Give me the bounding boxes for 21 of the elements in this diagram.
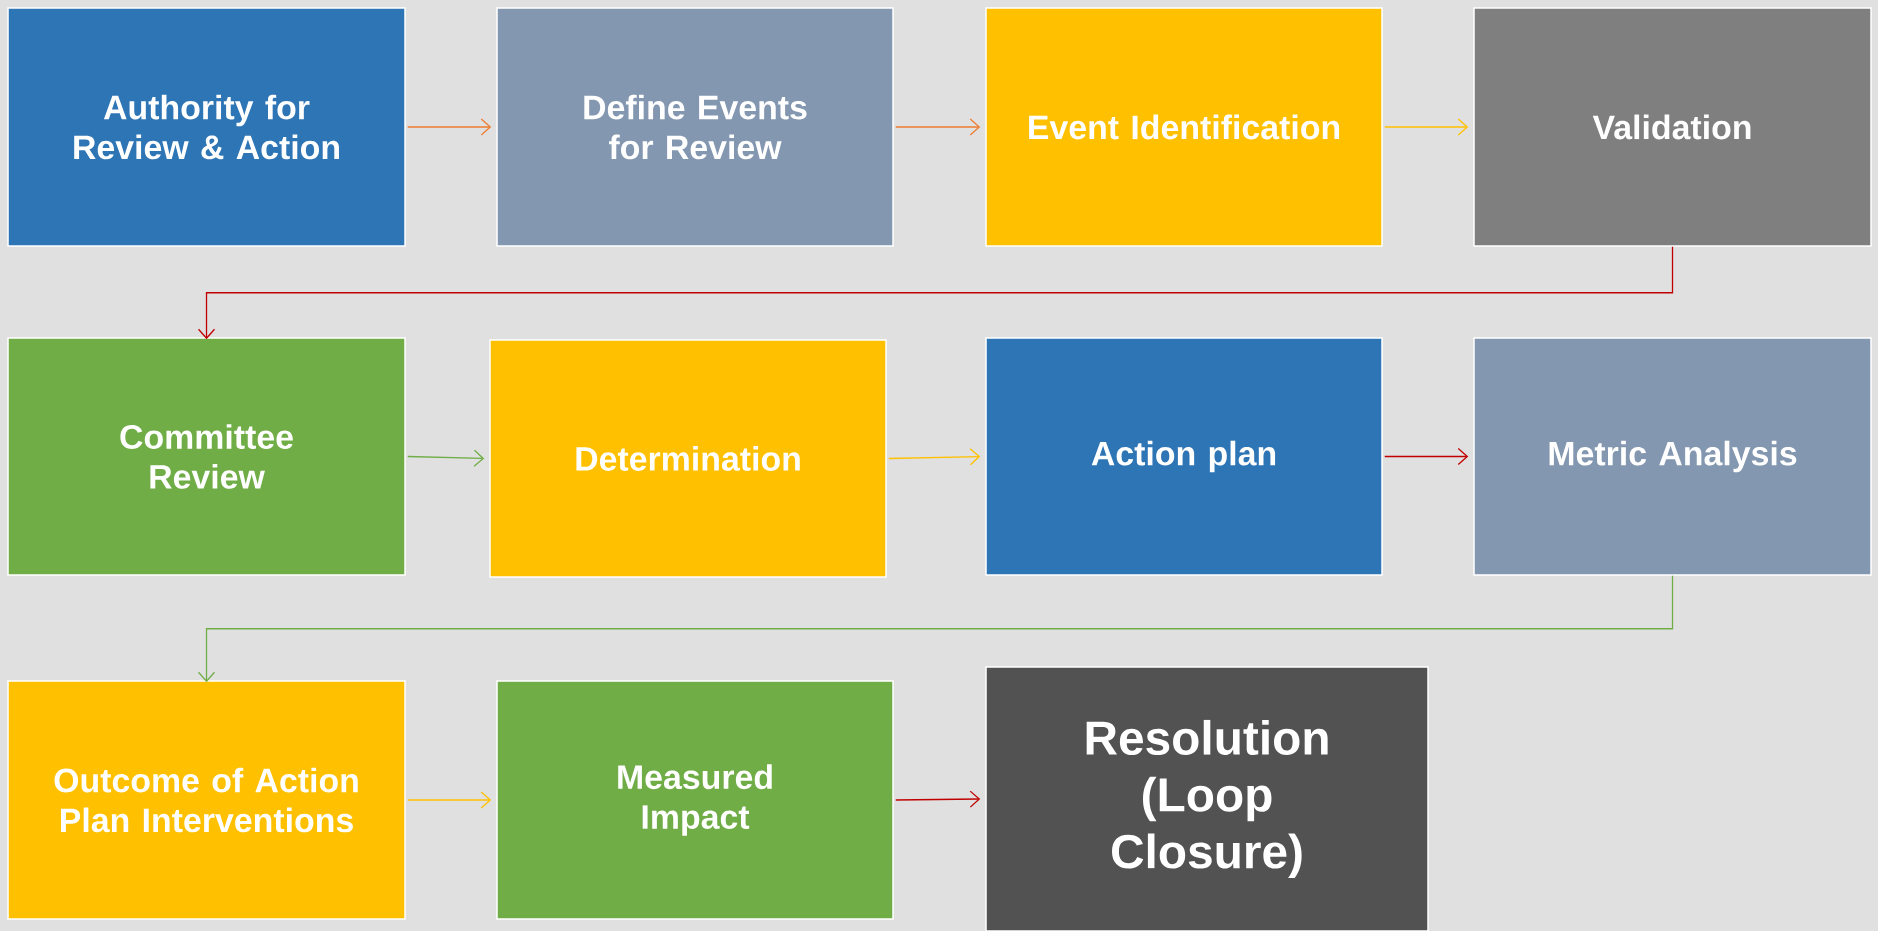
process-box: Determination [489, 339, 887, 578]
arrow [1384, 447, 1469, 466]
arrow [197, 246, 1674, 340]
arrow [407, 449, 485, 467]
process-box: Metric Analysis [1473, 337, 1872, 576]
arrow [888, 448, 981, 466]
arrow [197, 575, 1674, 683]
arrow [895, 790, 981, 808]
arrow [407, 118, 492, 136]
process-box: Outcome of Action Plan Interventions [7, 680, 406, 920]
process-box: Resolution (Loop Closure) [985, 666, 1429, 931]
arrow [407, 791, 492, 809]
process-box: Committee Review [7, 337, 406, 576]
process-box: Action plan [985, 337, 1383, 576]
arrow [895, 118, 981, 136]
process-box: Measured Impact [496, 680, 894, 920]
arrow [1384, 118, 1469, 136]
process-box: Validation [1473, 7, 1872, 247]
process-box: Define Events for Review [496, 7, 894, 247]
process-box: Authority for Review & Action [7, 7, 406, 247]
process-box: Event Identification [985, 7, 1383, 247]
